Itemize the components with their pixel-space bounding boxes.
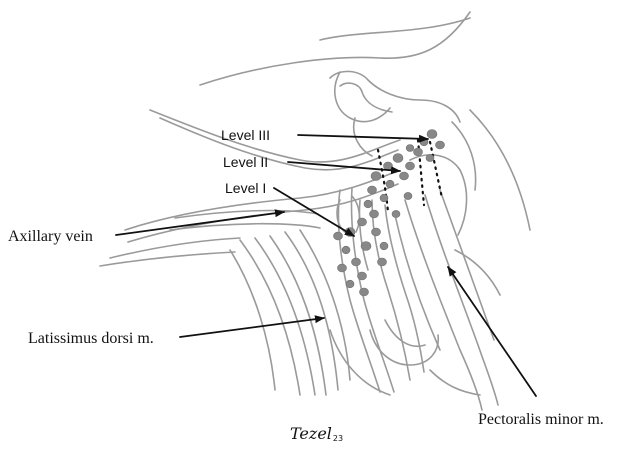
lymph-node [378, 258, 387, 266]
lymph-node [361, 242, 371, 251]
lymph-node [406, 162, 415, 170]
lymph-node [368, 186, 377, 194]
lymph-node [392, 210, 400, 217]
label-axillary-vein: Axillary vein [8, 228, 93, 246]
boundary-level-i-ii [378, 150, 388, 212]
lymph-node [380, 194, 388, 202]
lymph-node [400, 172, 409, 180]
pectoralis-minor-outline [405, 200, 482, 410]
lymph-node [364, 200, 372, 208]
lymph-node [370, 210, 379, 218]
latissimus-dorsi-outline [240, 240, 300, 395]
lymph-node [406, 145, 414, 152]
lymph-node [358, 218, 367, 226]
arrow-level-iii [298, 135, 428, 139]
lymph-node [360, 288, 369, 296]
label-latissimus-dorsi: Latissimus dorsi m. [28, 330, 154, 348]
artist-signature: Tezel23 [290, 425, 343, 448]
lymph-node [372, 228, 381, 236]
lymph-node [404, 192, 412, 199]
label-pectoralis-minor: Pectoralis minor m. [478, 411, 604, 429]
lymph-node [371, 172, 381, 181]
signature-number: 23 [333, 434, 343, 443]
lymph-node [426, 155, 434, 162]
lymph-node [414, 148, 423, 156]
lymph-node [380, 242, 388, 250]
label-arrows [116, 135, 536, 396]
lymph-node [352, 258, 361, 266]
anatomy-outlines [100, 12, 530, 410]
lymph-node [386, 180, 394, 188]
clavicle-outline [330, 71, 460, 122]
lymph-node [427, 130, 437, 139]
lymph-node [334, 232, 343, 240]
lymph-node [338, 264, 347, 272]
label-level-iii: Level III [221, 127, 270, 143]
lymph-node [346, 280, 354, 288]
label-level-ii: Level II [223, 154, 268, 170]
arrow-level-ii [288, 162, 400, 171]
lymph-node [393, 154, 403, 163]
lymph-node [358, 272, 367, 280]
signature-name: Tezel [290, 424, 332, 443]
label-level-i: Level I [225, 180, 266, 196]
lymph-node [384, 162, 393, 170]
lymph-node [342, 246, 350, 254]
arrow-pectoralis-minor [448, 267, 536, 396]
lymph-node [436, 141, 445, 149]
